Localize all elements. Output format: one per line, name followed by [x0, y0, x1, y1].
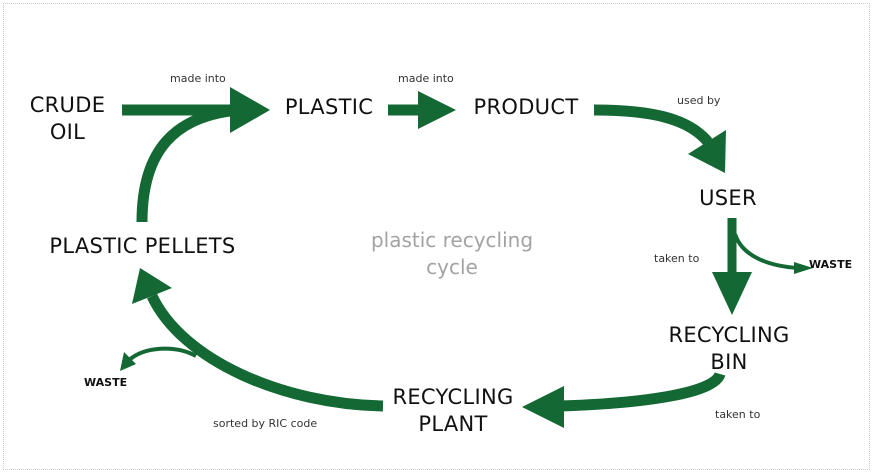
arrow-plant-to-waste — [126, 346, 197, 363]
arrowhead-user-waste — [794, 262, 813, 274]
edge-label-bin-to-plant: taken to — [715, 408, 761, 421]
node-user-label: USER — [699, 186, 757, 210]
waste-label-user: WASTE — [809, 258, 853, 271]
node-recycling-bin-line2: BIN — [710, 350, 748, 374]
arrow-product-to-user — [593, 104, 713, 146]
waste-label-plant: WASTE — [84, 376, 128, 389]
arrow-user-to-waste — [733, 233, 799, 270]
arrowhead-product — [418, 91, 456, 129]
node-recycling-plant-line2: PLANT — [418, 412, 488, 436]
diagram-frame — [3, 3, 870, 470]
node-recycling-plant-line1: RECYCLING — [392, 385, 514, 409]
arrow-pellets-to-plastic — [136, 104, 239, 223]
edge-label-user-to-bin: taken to — [654, 252, 700, 265]
node-crude-oil-line1: CRUDE — [29, 93, 106, 117]
edge-label-plant-to-pellets: sorted by RIC code — [213, 417, 318, 430]
arrowhead-plastic — [230, 87, 270, 133]
edge-label-plastic-to-product: made into — [398, 72, 454, 85]
node-product: PRODUCT — [458, 94, 594, 121]
diagram-center-label: plastic recycling cycle — [352, 227, 552, 281]
arrowhead-recycling-plant — [522, 386, 564, 428]
node-plastic-pellets-label: PLASTIC PELLETS — [49, 234, 236, 258]
node-recycling-bin-line1: RECYCLING — [668, 323, 790, 347]
node-recycling-plant: RECYCLING PLANT — [378, 384, 528, 438]
arrowhead-user — [688, 130, 726, 173]
arrow-bin-to-plant — [559, 371, 726, 412]
node-crude-oil: CRUDE OIL — [15, 92, 120, 146]
center-label-line2: cycle — [426, 255, 478, 279]
node-plastic: PLASTIC — [268, 94, 390, 121]
center-label-line1: plastic recycling — [370, 228, 534, 252]
node-recycling-bin: RECYCLING BIN — [654, 322, 804, 376]
arrowhead-recycling-bin — [712, 272, 752, 315]
arrowhead-plant-waste — [120, 352, 136, 371]
node-user: USER — [682, 185, 774, 212]
arrow-plant-to-pellets — [147, 293, 384, 412]
node-product-label: PRODUCT — [473, 95, 579, 119]
arrowhead-plastic-pellets — [132, 268, 172, 304]
node-crude-oil-line2: OIL — [49, 120, 86, 144]
edge-label-crude-to-plastic: made into — [170, 72, 226, 85]
node-plastic-pellets: PLASTIC PELLETS — [30, 233, 255, 260]
edge-label-product-to-user: used by — [677, 94, 721, 107]
node-plastic-label: PLASTIC — [284, 95, 374, 119]
